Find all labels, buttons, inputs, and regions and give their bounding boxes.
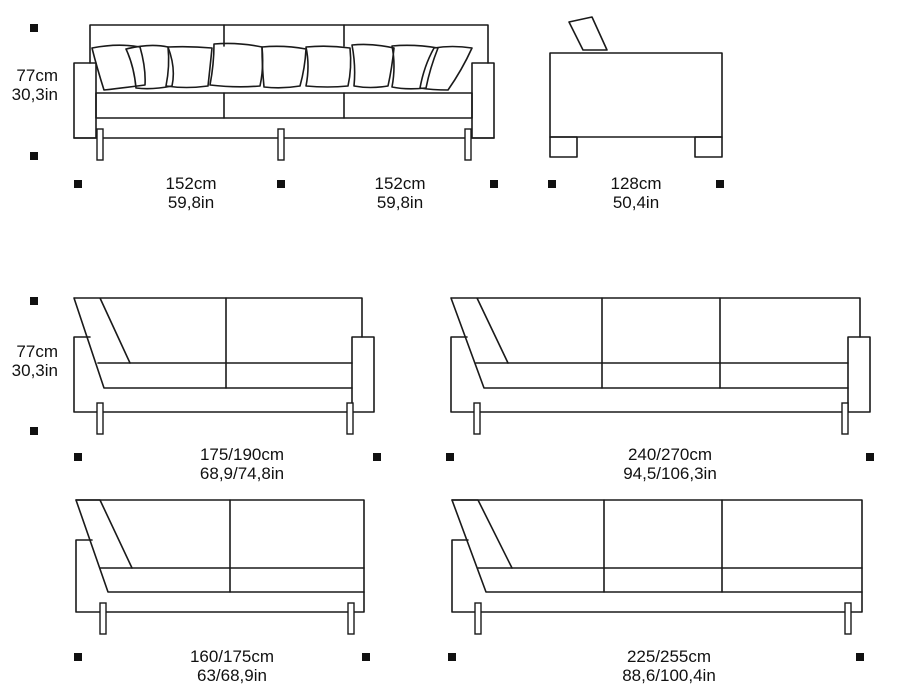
dimension-marker (74, 180, 82, 188)
module-leg (346, 402, 354, 435)
width-cm: 240/270cm (627, 445, 713, 464)
width-cm: 175/190cm (199, 445, 285, 464)
side-foot-back (694, 136, 723, 158)
width-in: 63/68,9in (197, 666, 267, 685)
throw-pillow (305, 45, 352, 88)
width-label: 152cm 59,8in (131, 174, 251, 212)
height-in: 30,3in (11, 85, 58, 104)
module-leg (96, 402, 104, 435)
dimension-markers (30, 24, 874, 661)
sofa-right-arm (471, 62, 495, 139)
dimension-marker (490, 180, 498, 188)
sofa-leg (277, 128, 285, 161)
dimension-marker (30, 152, 38, 160)
dimension-marker (448, 653, 456, 661)
throw-pillow (165, 45, 213, 89)
throw-pillow (91, 44, 146, 91)
width-in: 68,9/74,8in (199, 464, 285, 483)
depth-label: 128cm 50,4in (576, 174, 696, 212)
dimension-marker (362, 653, 370, 661)
side-cushion (568, 16, 608, 51)
dimension-marker (30, 297, 38, 305)
sofa-left-arm (73, 62, 97, 139)
module-body (450, 336, 849, 413)
module-outline (73, 297, 363, 389)
side-foot-front (549, 136, 578, 158)
height-in: 30,3in (11, 361, 58, 380)
throw-pillow (419, 45, 473, 91)
throw-pillow (209, 42, 264, 88)
dimension-marker (277, 180, 285, 188)
width-label: 160/175cm 63/68,9in (157, 647, 307, 685)
module-arm (847, 336, 871, 413)
width-cm: 160/175cm (189, 647, 275, 666)
sofa-seat (95, 92, 473, 119)
width-cm: 152cm (165, 174, 217, 193)
module-outline (75, 499, 365, 613)
height-cm: 77cm (16, 342, 58, 361)
height-label: 77cm 30,3in (0, 66, 58, 104)
module-225-255 (451, 499, 863, 635)
dimension-marker (30, 427, 38, 435)
module-175-190 (73, 297, 375, 435)
depth-cm: 128cm (610, 174, 662, 193)
dimension-marker (74, 653, 82, 661)
module-leg (99, 602, 107, 635)
dimension-marker (548, 180, 556, 188)
dimension-marker (866, 453, 874, 461)
module-outline (451, 499, 863, 613)
sofa-leg (96, 128, 104, 161)
module-leg (844, 602, 852, 635)
width-label: 225/255cm 88,6/100,4in (589, 647, 749, 685)
module-240-270 (450, 297, 871, 435)
throw-pillow (391, 44, 439, 90)
sofa-backrest (89, 24, 489, 64)
width-cm: 225/255cm (626, 647, 712, 666)
module-160-175 (75, 499, 365, 635)
module-leg (841, 402, 849, 435)
width-cm: 152cm (374, 174, 426, 193)
dimension-marker (856, 653, 864, 661)
dimension-marker (373, 453, 381, 461)
throw-pillow (261, 45, 307, 89)
depth-in: 50,4in (612, 193, 660, 212)
dimension-marker (30, 24, 38, 32)
throw-pillow (351, 43, 395, 89)
width-in: 59,8in (167, 193, 215, 212)
width-in: 88,6/100,4in (622, 666, 716, 685)
height-cm: 77cm (16, 66, 58, 85)
width-in: 59,8in (376, 193, 424, 212)
module-backrest (451, 499, 863, 593)
sofa-side-view (549, 16, 723, 158)
width-label: 240/270cm 94,5/106,3in (590, 445, 750, 483)
sofa-front-view (73, 24, 495, 161)
side-body (549, 52, 723, 138)
sofa-leg (464, 128, 472, 161)
width-label: 152cm 59,8in (340, 174, 460, 212)
module-arm (351, 336, 375, 413)
height-label: 77cm 30,3in (0, 342, 58, 380)
module-leg (473, 402, 481, 435)
width-label: 175/190cm 68,9/74,8in (167, 445, 317, 483)
module-leg (347, 602, 355, 635)
dimension-marker (716, 180, 724, 188)
dimension-marker (446, 453, 454, 461)
module-body (73, 336, 353, 413)
dimension-marker (74, 453, 82, 461)
width-in: 94,5/106,3in (623, 464, 717, 483)
module-backrest (75, 499, 365, 593)
module-outline (450, 297, 861, 389)
module-leg (474, 602, 482, 635)
